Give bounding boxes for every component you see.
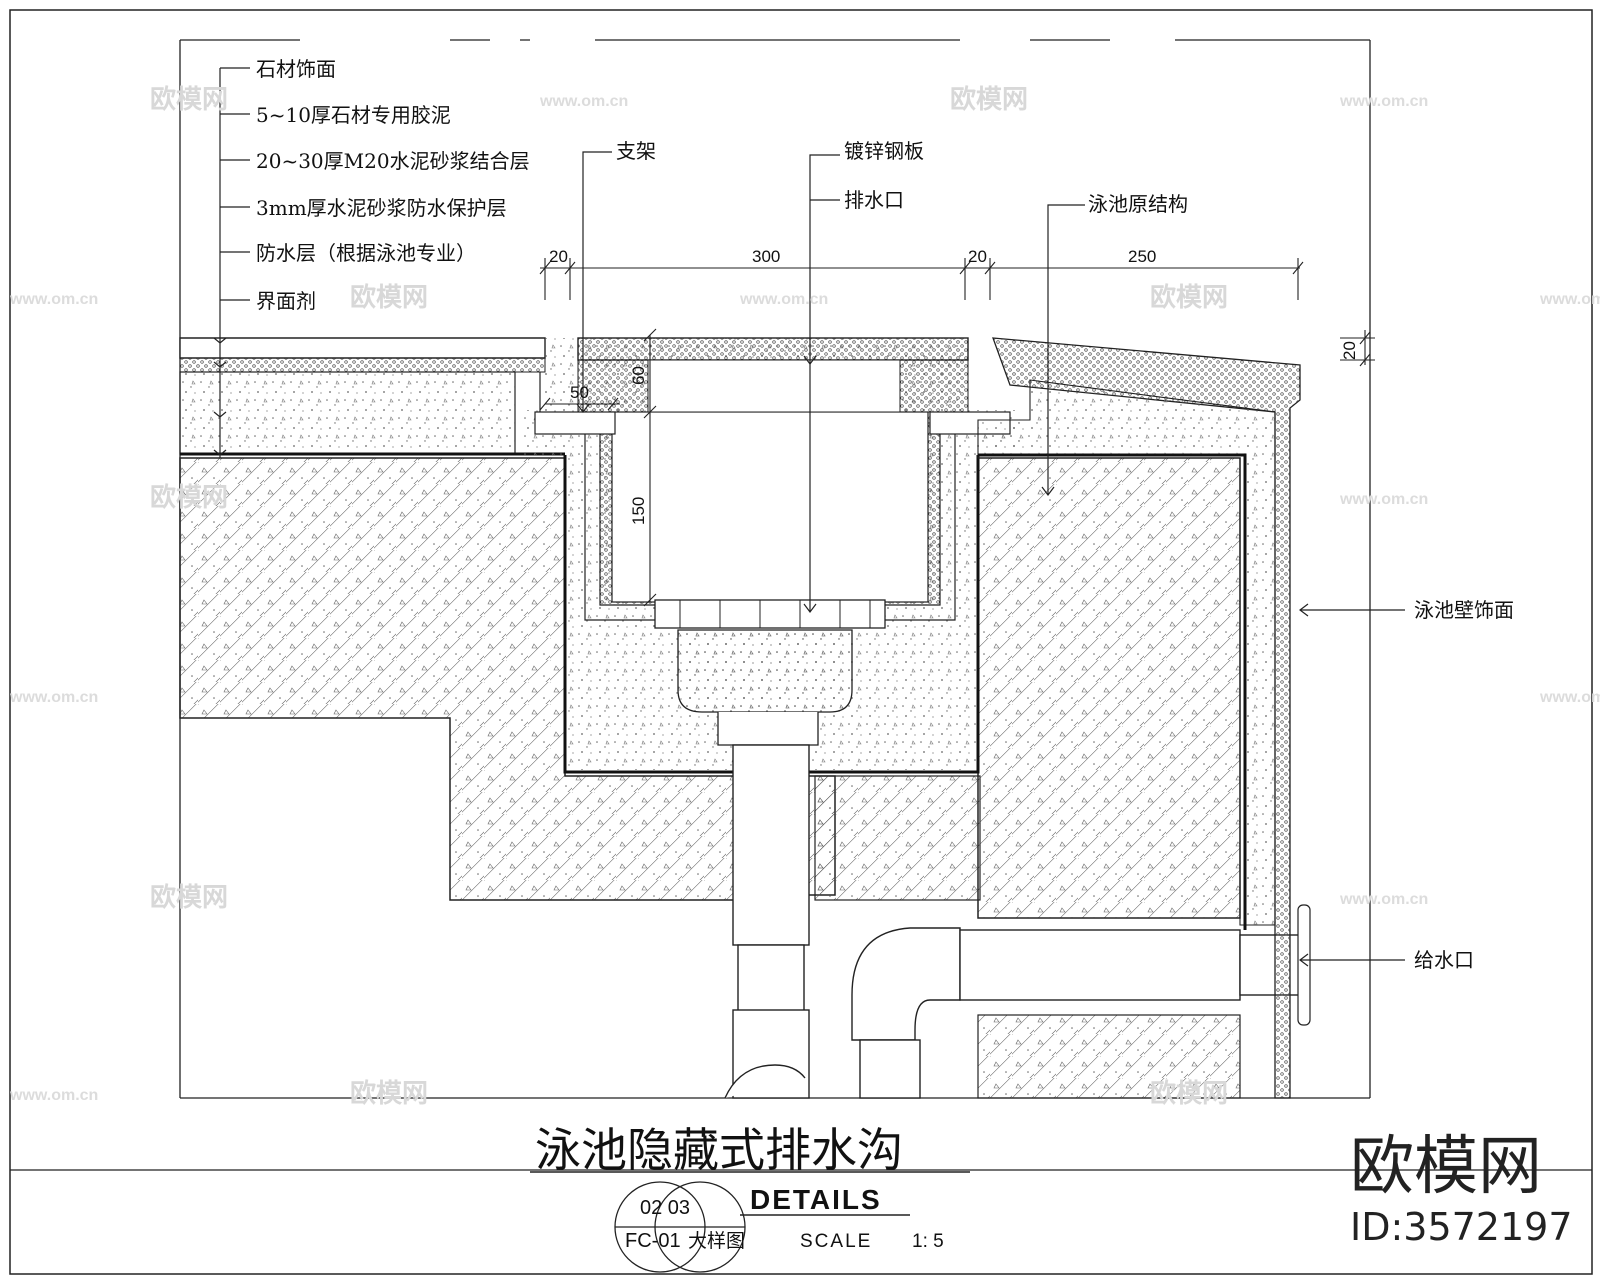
dim-20-left: 20 xyxy=(549,247,568,266)
layer-label-stone-finish: 石材饰面 xyxy=(256,57,336,81)
svg-text:欧模网: 欧模网 xyxy=(150,882,228,912)
svg-text:www.om.cn: www.om.cn xyxy=(1539,689,1600,706)
svg-text:www.om.cn: www.om.cn xyxy=(9,689,98,706)
sheet-text: 大样图 xyxy=(688,1230,745,1252)
svg-text:www.om.cn: www.om.cn xyxy=(1339,93,1428,110)
svg-text:www.om.cn: www.om.cn xyxy=(739,291,828,308)
svg-text:欧模网: 欧模网 xyxy=(150,482,228,512)
detail-bubble xyxy=(614,1181,746,1273)
sheet-border xyxy=(9,9,1593,1275)
watermark-id: ID:3572197 xyxy=(1350,1205,1573,1249)
dim-20-right: 20 xyxy=(968,247,987,266)
dim-250: 250 xyxy=(1128,247,1156,266)
layer-label-adhesive: 5~10厚石材专用胶泥 xyxy=(256,103,451,127)
layer-label-waterproof: 防水层（根据泳池专业） xyxy=(256,241,476,265)
bracket-left xyxy=(534,411,616,435)
wall-fixture xyxy=(1297,904,1311,1026)
lower-slab xyxy=(814,775,981,901)
scale-value: 1: 5 xyxy=(912,1231,944,1252)
detail-number-bottom: FC-01 xyxy=(625,1230,681,1252)
supply-pipe xyxy=(851,927,1301,1099)
drain-outlet-grate xyxy=(654,599,886,629)
layer-label-interface-agent: 界面剂 xyxy=(256,289,316,313)
callout-bracket: 支架 xyxy=(616,139,656,163)
svg-text:www.om.cn: www.om.cn xyxy=(539,93,628,110)
drawing-title: 泳池隐藏式排水沟 xyxy=(535,1123,903,1177)
trench-cavity xyxy=(611,411,929,603)
svg-text:www.om.cn: www.om.cn xyxy=(9,291,98,308)
callout-leaders xyxy=(576,151,1405,967)
dim-150: 150 xyxy=(629,497,648,525)
callout-pool-structure: 泳池原结构 xyxy=(1088,192,1188,216)
dimension-lines xyxy=(539,258,1375,607)
dim-50: 50 xyxy=(570,383,589,402)
svg-text:欧模网: 欧模网 xyxy=(150,84,228,114)
callout-water-inlet: 给水口 xyxy=(1414,948,1474,972)
drain-pipe xyxy=(724,744,810,1099)
svg-text:www.om.cn: www.om.cn xyxy=(1539,291,1600,308)
svg-text:欧模网: 欧模网 xyxy=(1150,1078,1228,1108)
callout-pool-wall-finish: 泳池壁饰面 xyxy=(1414,598,1514,622)
details-label: DETAILS xyxy=(750,1184,882,1215)
pool-structure xyxy=(977,457,1241,919)
watermark-brand-large: 欧模网 xyxy=(1350,1130,1542,1204)
dim-20-coping: 20 xyxy=(1340,341,1359,360)
drain-body xyxy=(677,629,853,713)
svg-text:欧模网: 欧模网 xyxy=(1150,282,1228,312)
pool-structure-lower xyxy=(977,1014,1241,1099)
svg-text:欧模网: 欧模网 xyxy=(350,1078,428,1108)
svg-text:www.om.cn: www.om.cn xyxy=(1339,491,1428,508)
scale-label: SCALE xyxy=(800,1231,872,1252)
svg-text:www.om.cn: www.om.cn xyxy=(9,1087,98,1104)
svg-text:欧模网: 欧模网 xyxy=(350,282,428,312)
watermark-grid: 欧模网 www.om.cn 欧模网 www.om.cn www.om.cn 欧模… xyxy=(9,84,1600,1108)
svg-text:www.om.cn: www.om.cn xyxy=(1339,891,1428,908)
grate-frame-right xyxy=(899,359,969,413)
drain-cavity xyxy=(647,359,901,413)
layer-label-waterproof-protection: 3mm厚水泥砂浆防水保护层 xyxy=(256,196,507,220)
layer-label-mortar-bond: 20~30厚M20水泥砂浆结合层 xyxy=(256,149,530,173)
callout-drain-outlet: 排水口 xyxy=(844,188,904,212)
callout-galvanized-plate: 镀锌钢板 xyxy=(844,139,924,163)
layer-leader xyxy=(213,67,250,458)
svg-text:欧模网: 欧模网 xyxy=(950,84,1028,114)
dim-60: 60 xyxy=(629,366,648,385)
detail-number-top: 02 03 xyxy=(640,1197,690,1219)
dim-300: 300 xyxy=(752,247,780,266)
